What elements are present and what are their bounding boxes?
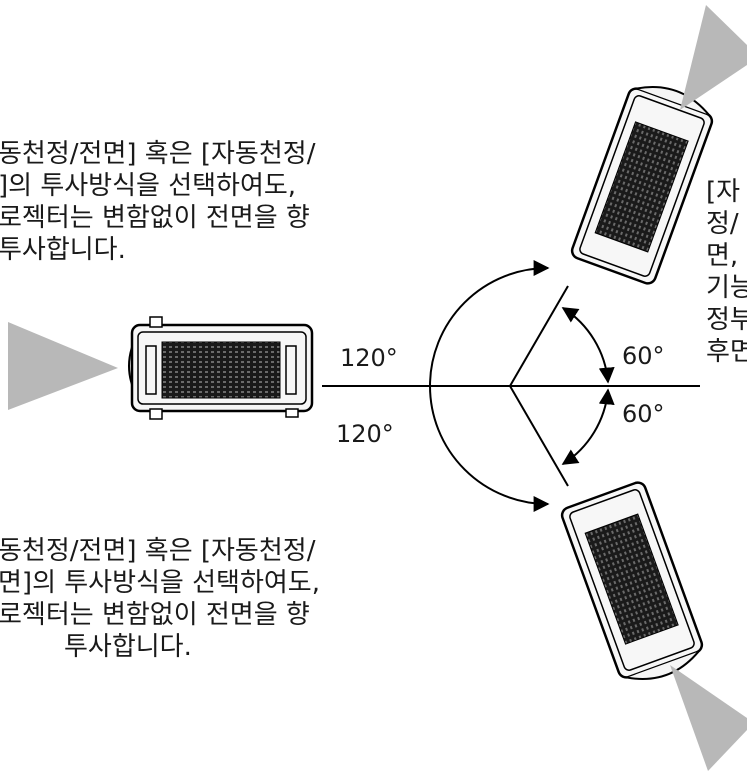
angle-label-right-top: 60° — [622, 342, 665, 370]
angle-label-right-bottom: 60° — [622, 400, 665, 428]
note-top-left: 동천정/전면] 혹은 [자동천정/ ]의 투사방식을 선택하여도, 로젝터는 변… — [0, 138, 315, 266]
light-beam-left — [8, 322, 118, 410]
note-line: 면, — [706, 241, 739, 271]
note-bottom-left: 동천정/전면] 혹은 [자동천정/ 면]의 투사방식을 선택하여도, 로젝터는 … — [0, 535, 320, 663]
upper-tilt-line — [509, 285, 569, 387]
note-line: [자 — [706, 177, 741, 207]
note-line: 동천정/전면] 혹은 [자동천정/ — [0, 536, 316, 566]
note-line: 정부 — [706, 305, 747, 335]
arc-120-degree — [429, 260, 550, 512]
arc-60-degree-top — [561, 307, 615, 384]
lower-tilt-line — [509, 385, 569, 487]
arc-60-degree-bottom — [561, 388, 615, 465]
projector-ceiling-lower — [560, 481, 704, 680]
angle-label-left-bottom: 120° — [336, 420, 394, 448]
projector-ceiling-upper — [570, 86, 714, 285]
note-line: 투사합니다. — [0, 235, 126, 265]
note-line: 후면 — [706, 337, 747, 367]
angle-label-left-top: 120° — [340, 344, 398, 372]
projector-front-left — [8, 316, 314, 420]
light-beam-upper — [680, 5, 747, 110]
note-line: 면]의 투사방식을 선택하여도, — [0, 568, 320, 598]
note-line: 정/ — [706, 209, 739, 239]
note-line: 투사합니다. — [64, 632, 192, 662]
note-line: 동천정/전면] 혹은 [자동천정/ — [0, 139, 316, 169]
light-beam-lower — [670, 665, 747, 771]
note-right-partial: [자 정/ 면, 기능 정부 후면 — [706, 176, 747, 368]
note-line: 기능 — [706, 273, 747, 303]
note-line: 로젝터는 변함없이 전면을 향 — [0, 600, 310, 630]
note-line: 로젝터는 변함없이 전면을 향 — [0, 203, 310, 233]
note-line: ]의 투사방식을 선택하여도, — [0, 171, 297, 201]
